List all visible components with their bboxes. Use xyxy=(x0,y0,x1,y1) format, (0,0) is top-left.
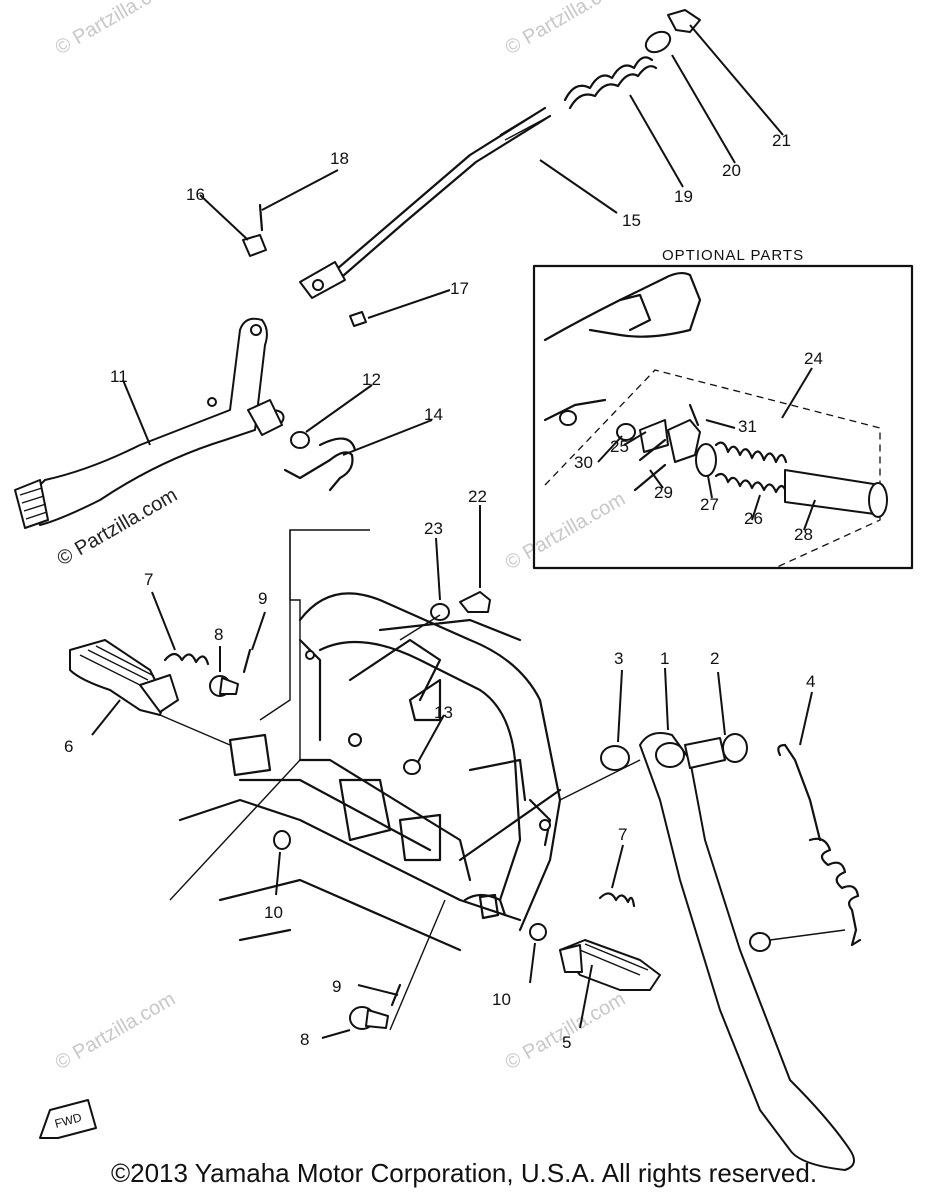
callout-11: 11 xyxy=(110,367,128,386)
frame-drawing xyxy=(169,529,562,952)
callout-22: 22 xyxy=(468,487,487,506)
callout-8b: 8 xyxy=(300,1030,309,1049)
callout-9: 9 xyxy=(258,589,267,608)
fwd-label: FWD xyxy=(53,1110,83,1131)
callout-6: 6 xyxy=(64,737,73,756)
callout-18: 18 xyxy=(330,149,349,168)
callout-27: 27 xyxy=(700,495,719,514)
optional-parts-frame xyxy=(532,264,914,570)
watermark: © Partzilla.com xyxy=(502,488,630,574)
brake-rod-assembly xyxy=(242,9,701,492)
callout-30: 30 xyxy=(574,453,593,472)
callout-9b: 9 xyxy=(332,977,341,996)
bolt-collar xyxy=(399,591,491,641)
watermark: © Partzilla.com xyxy=(502,0,630,59)
watermark: © Partzilla.com xyxy=(52,988,180,1074)
callout-25: 25 xyxy=(610,437,629,456)
callout-23: 23 xyxy=(424,519,443,538)
callout-20: 20 xyxy=(722,161,741,180)
callout-7: 7 xyxy=(144,570,153,589)
optional-parts-label: OPTIONAL PARTS xyxy=(662,247,804,264)
callouts: 1 2 3 4 5 6 7 7 8 8 9 9 10 10 11 12 13 1… xyxy=(64,131,823,1052)
callout-2: 2 xyxy=(710,649,719,668)
callout-24: 24 xyxy=(804,349,823,368)
fwd-arrow-icon: FWD xyxy=(39,1099,97,1139)
callout-21: 21 xyxy=(772,131,791,150)
watermark: © Partzilla.com xyxy=(52,0,180,59)
callout-31: 31 xyxy=(738,417,757,436)
sidestand xyxy=(559,732,862,1171)
right-footrest xyxy=(273,759,661,1031)
callout-15: 15 xyxy=(622,211,641,230)
callout-1: 1 xyxy=(660,649,669,668)
callout-13: 13 xyxy=(434,703,453,722)
callout-19: 19 xyxy=(674,187,693,206)
callout-16: 16 xyxy=(186,185,205,204)
watermark: © Partzilla.com xyxy=(502,988,630,1074)
callout-17: 17 xyxy=(450,279,469,298)
callout-8: 8 xyxy=(214,625,223,644)
callout-7b: 7 xyxy=(618,825,627,844)
callout-5: 5 xyxy=(562,1033,571,1052)
optional-parts-box: OPTIONAL PARTS xyxy=(532,247,914,570)
callout-3: 3 xyxy=(614,649,623,668)
callout-14: 14 xyxy=(424,405,443,424)
callout-26: 26 xyxy=(744,509,763,528)
callout-10: 10 xyxy=(264,903,283,922)
callout-29: 29 xyxy=(654,483,673,502)
callout-4: 4 xyxy=(806,672,815,691)
brake-pedal xyxy=(14,317,285,529)
copyright-notice: ©2013 Yamaha Motor Corporation, U.S.A. A… xyxy=(110,1158,818,1188)
callout-28: 28 xyxy=(794,525,813,544)
callout-12: 12 xyxy=(362,370,381,389)
left-footrest xyxy=(69,639,252,746)
callout-10b: 10 xyxy=(492,990,511,1009)
leader-lines xyxy=(91,24,816,1039)
